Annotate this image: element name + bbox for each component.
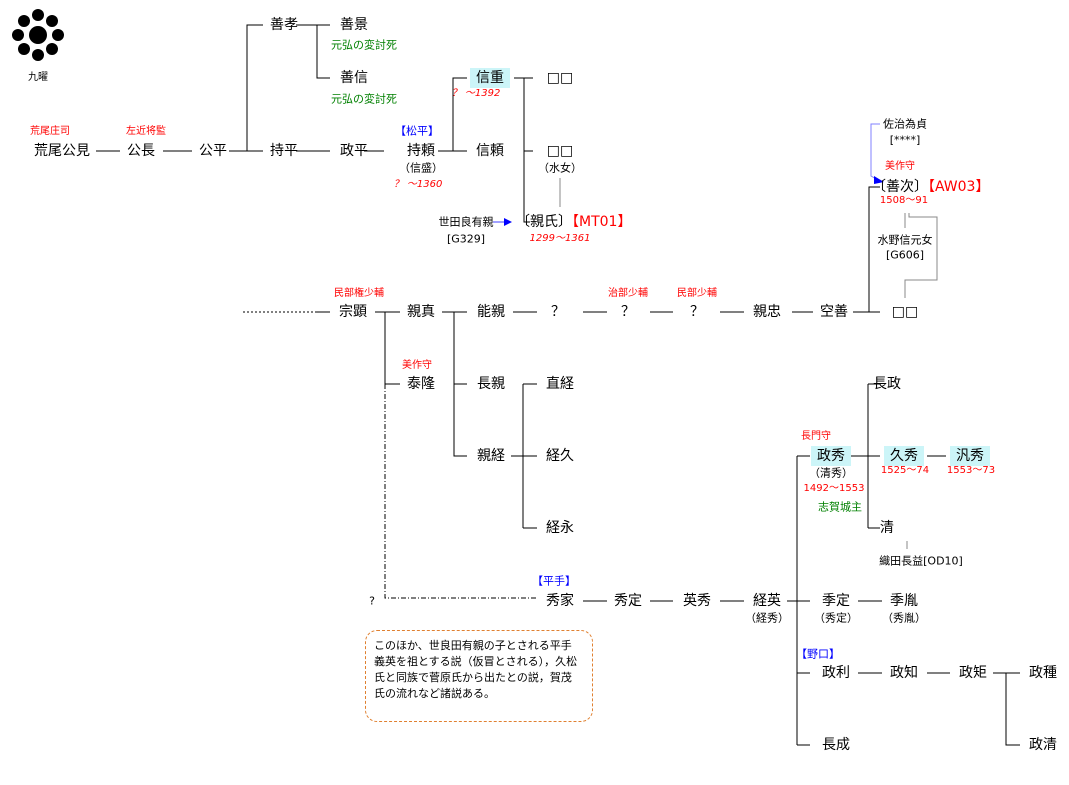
person-node-highlighted: 政秀: [811, 446, 851, 466]
person-node: 長親: [477, 376, 505, 392]
title-label: 左近将監: [126, 126, 166, 137]
spouse-name: 織田長益[OD10]: [879, 554, 963, 568]
branch-label: 【松平】: [395, 124, 439, 138]
person-node: 清: [880, 520, 894, 536]
person-node: 善景: [340, 17, 368, 33]
title-label: 民部権少輔: [334, 288, 384, 299]
spouse-name: 水野信元女: [877, 233, 933, 247]
alt-name: （信盛）: [399, 161, 443, 175]
dates: ？ ～1360: [393, 179, 443, 190]
person-node: 信頼: [476, 143, 504, 159]
dashdot-uncertain-line: [384, 384, 536, 599]
death-note: 元弘の変討死: [331, 38, 397, 52]
title-label: 長門守: [801, 431, 831, 442]
dates: 1553～73: [946, 465, 996, 476]
tree-connectors: [96, 24, 1020, 746]
person-node: 親真: [407, 304, 435, 320]
spouse-code: [G606]: [885, 248, 925, 262]
person-node: □□: [546, 70, 574, 86]
person-node: 経久: [546, 448, 574, 464]
person-node: □□: [546, 143, 574, 159]
dates: 1525～74: [880, 465, 930, 476]
person-code-link[interactable]: 【AW03】: [928, 179, 990, 195]
branch-label: 【平手】: [532, 574, 576, 588]
person-node-highlighted: 汎秀: [950, 446, 990, 466]
castle-note: 志賀城主: [818, 500, 862, 514]
origin-theories-note: このほか、世良田有親の子とされる平手 義英を祖とする説（仮冒とされる），久松 氏…: [365, 630, 593, 722]
person-node: 英秀: [683, 593, 711, 609]
person-node: 政矩: [959, 665, 987, 681]
person-node: □□: [891, 304, 919, 320]
person-node: 泰隆: [407, 376, 435, 392]
person-node: 親忠: [753, 304, 781, 320]
note-line: 義英を祖とする説（仮冒とされる），久松: [374, 655, 578, 668]
alt-name: （秀胤）: [882, 611, 926, 625]
marriage-lines: [559, 178, 938, 549]
person-code-link[interactable]: 【MT01】: [572, 214, 632, 230]
person-node: 〔善次〕【AW03】: [872, 179, 989, 195]
person-node: 持平: [270, 143, 298, 159]
person-node: 政平: [340, 143, 368, 159]
dates: 1299～1361: [529, 233, 591, 244]
note-line: このほか、世良田有親の子とされる平手: [374, 639, 572, 652]
person-node: ？: [690, 304, 704, 320]
title-label: 治部少輔: [608, 288, 648, 299]
person-name: 〔親氏〕: [516, 214, 572, 230]
death-note: 元弘の変討死: [331, 92, 397, 106]
person-node: 宗顕: [339, 304, 367, 320]
alt-name: （水女）: [538, 161, 582, 175]
dates: 1492～1553: [803, 483, 865, 494]
person-node: 〔親氏〕【MT01】: [516, 214, 631, 230]
dates: 1508～91: [879, 195, 929, 206]
adopter-name: 佐治為貞: [883, 117, 927, 131]
adopter-code: [G329]: [446, 232, 486, 246]
person-node: 秀家: [546, 593, 574, 609]
person-node: 長成: [822, 737, 850, 753]
adopter-code: [****]: [889, 133, 921, 147]
person-node-highlighted: 久秀: [884, 446, 924, 466]
person-node: 能親: [477, 304, 505, 320]
alt-name: （清秀）: [809, 466, 853, 480]
title-label: 美作守: [402, 360, 432, 371]
person-node: 善信: [340, 70, 368, 86]
person-node: ?: [369, 594, 375, 608]
note-line: 氏と同族で菅原氏から出たとの説，賀茂: [374, 671, 572, 684]
person-node: ？: [551, 304, 565, 320]
person-node: 経英: [753, 593, 781, 609]
adoption-arrows: [493, 123, 884, 226]
person-node: ？: [621, 304, 635, 320]
crest-label: 九曜: [28, 72, 48, 83]
person-node: 親経: [477, 448, 505, 464]
person-node: 秀定: [614, 593, 642, 609]
title-label: 美作守: [885, 161, 915, 172]
title-label: 荒尾庄司: [30, 126, 70, 137]
person-node: 経永: [546, 520, 574, 536]
note-line: 氏の流れなど諸説ある。: [374, 687, 495, 700]
person-node: 政種: [1029, 665, 1057, 681]
person-node: 公長: [127, 143, 155, 159]
person-node: 持頼: [407, 143, 435, 159]
dates: ？ ～1392: [451, 88, 501, 99]
title-label: 民部少輔: [677, 288, 717, 299]
alt-name: （経秀）: [745, 611, 789, 625]
adopter-name: 世田良有親: [438, 215, 494, 229]
person-node: 季胤: [890, 593, 918, 609]
person-node: 政清: [1029, 737, 1057, 753]
branch-label: 【野口】: [796, 647, 840, 661]
person-node: 荒尾公見: [34, 143, 90, 159]
person-node: 政知: [890, 665, 918, 681]
person-node: 善孝: [270, 17, 298, 33]
person-node-highlighted: 信重: [470, 68, 510, 88]
person-node: 季定: [822, 593, 850, 609]
person-node: 政利: [822, 665, 850, 681]
person-node: 空善: [820, 304, 848, 320]
person-name: 〔善次〕: [872, 179, 928, 195]
alt-name: （秀定）: [814, 611, 858, 625]
person-node: 公平: [199, 143, 227, 159]
person-node: 直経: [546, 376, 574, 392]
person-node: 長政: [873, 376, 901, 392]
kuyo-crest-icon: [12, 9, 64, 61]
